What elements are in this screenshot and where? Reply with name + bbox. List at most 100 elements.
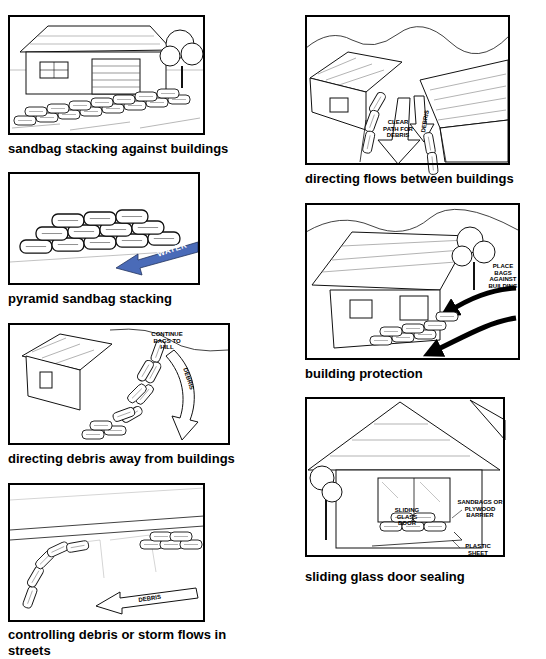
panel-caption: directing flows between buildings bbox=[305, 171, 541, 187]
house-sandbag-wall bbox=[92, 66, 140, 87]
sandbag-row bbox=[25, 107, 47, 116]
sliding-door-barrier bbox=[470, 400, 505, 440]
buildings-channel bbox=[310, 78, 366, 130]
sandbag-wall bbox=[82, 430, 104, 439]
house-debris-wall bbox=[22, 329, 228, 440]
illustration-label: SLIDING GLASS DOOR bbox=[389, 507, 425, 527]
sliding-door-barrier bbox=[382, 482, 440, 502]
pyramid-sandbags bbox=[116, 210, 148, 223]
pyramid-sandbags bbox=[20, 240, 52, 253]
sandbag-wall bbox=[22, 585, 38, 609]
building-protection bbox=[448, 288, 516, 312]
house-debris-wall bbox=[40, 372, 52, 388]
illustration-label: SANDBAGS OR PLYWOOD BARRIER bbox=[457, 499, 503, 519]
illustration-panel: WATERpyramid sandbag stacking bbox=[8, 172, 200, 285]
sandbag-row bbox=[69, 101, 91, 110]
sandbag-row bbox=[424, 321, 446, 330]
sandbag-row bbox=[47, 104, 69, 113]
pyramid-sandbags bbox=[36, 227, 68, 240]
sandbag-row bbox=[364, 109, 380, 133]
buildings-channel bbox=[440, 120, 508, 162]
sandbag-wall bbox=[22, 532, 202, 609]
house-sandbag-wall bbox=[181, 66, 183, 88]
sandbag-row bbox=[436, 312, 458, 321]
sliding-door-barrier bbox=[330, 424, 470, 456]
buildings-channel bbox=[306, 27, 509, 54]
buildings-channel bbox=[330, 98, 348, 112]
building-protection bbox=[330, 290, 440, 348]
building-protection bbox=[473, 262, 475, 290]
buildings-channel bbox=[378, 98, 420, 164]
building-protection bbox=[400, 296, 428, 320]
sandbag-row bbox=[113, 95, 135, 104]
sandbag-wall bbox=[126, 382, 148, 404]
sandbag-row bbox=[362, 130, 375, 153]
illustration-label: CONTINUE BAGS TO HILL bbox=[150, 331, 184, 351]
illustration-panel: sandbag stacking against buildings bbox=[8, 15, 205, 135]
buildings-channel bbox=[318, 58, 384, 86]
sliding-door-barrier bbox=[308, 402, 500, 470]
illustration-label: DEBRIS bbox=[138, 594, 161, 603]
sandbag-wall bbox=[170, 532, 192, 541]
sliding-door-barrier bbox=[308, 400, 505, 548]
sandbag-wall bbox=[82, 339, 166, 439]
sandbag-row bbox=[135, 92, 157, 101]
sandbag-row bbox=[380, 327, 402, 336]
buildings-channel bbox=[306, 27, 509, 164]
illustration-panel: PLACE BAGS AGAINST BUILDINGbuilding prot… bbox=[305, 203, 520, 360]
illustration-label: PLASTIC SHEET bbox=[455, 543, 501, 556]
pyramid-sandbags bbox=[52, 214, 84, 227]
street-barrier bbox=[10, 526, 204, 540]
illustration-panel: DEBRIScontrolling debris or storm flows … bbox=[8, 483, 205, 622]
panel-caption: building protection bbox=[305, 366, 525, 382]
sandbag-row bbox=[91, 98, 113, 107]
sliding-door-barrier bbox=[336, 470, 482, 548]
sandbag-row bbox=[423, 132, 436, 155]
illustration-panel: SLIDING GLASS DOOR SANDBAGS OR PLYWOOD BA… bbox=[305, 397, 505, 557]
sliding-door-barrier bbox=[325, 500, 327, 540]
sandbag-row bbox=[370, 336, 392, 345]
sliding-door-barrier bbox=[322, 482, 342, 502]
sandbag-wall bbox=[66, 540, 89, 553]
building-protection bbox=[306, 209, 518, 232]
house-sandbag-wall bbox=[26, 52, 166, 94]
illustration-label: CLEAR PATH FOR DEBRIS bbox=[383, 119, 413, 139]
sandbag-wall bbox=[46, 541, 70, 558]
building-protection bbox=[306, 209, 518, 352]
sandbag-row bbox=[14, 116, 36, 125]
street-barrier bbox=[10, 488, 204, 614]
building-protection bbox=[322, 240, 466, 272]
illustration-label: WATER bbox=[156, 240, 188, 258]
panel-caption: sandbag stacking against buildings bbox=[8, 141, 248, 157]
panel-caption: directing debris away from buildings bbox=[8, 451, 248, 467]
house-sandbag-wall bbox=[92, 59, 140, 94]
illustration-label: DEBRIS bbox=[420, 110, 430, 133]
building-protection bbox=[350, 300, 372, 318]
street-barrier bbox=[96, 588, 198, 614]
panel-caption: sliding glass door sealing bbox=[305, 569, 541, 585]
pyramid-sandbags bbox=[84, 212, 116, 225]
house-debris-wall bbox=[166, 350, 198, 440]
sandbag-row bbox=[362, 91, 438, 175]
pyramid-sandbags bbox=[10, 210, 200, 275]
house-sandbag-wall bbox=[10, 26, 205, 130]
building-protection bbox=[452, 246, 472, 266]
sandbag-row bbox=[370, 312, 458, 345]
panel-caption: controlling debris or storm flows in str… bbox=[8, 627, 244, 659]
buildings-channel bbox=[420, 60, 508, 128]
house-debris-wall bbox=[26, 356, 80, 410]
panel-caption: pyramid sandbag stacking bbox=[8, 291, 248, 307]
sandbag-row bbox=[368, 91, 387, 115]
building-protection bbox=[312, 232, 470, 290]
building-protection bbox=[473, 241, 495, 263]
house-sandbag-wall bbox=[30, 36, 160, 44]
sandbag-row bbox=[157, 89, 179, 98]
sandbag-wall bbox=[90, 421, 112, 430]
street-barrier bbox=[10, 488, 204, 500]
sliding-door-barrier bbox=[372, 532, 462, 546]
illustration-label: PLACE BAGS AGAINST BUILDING bbox=[487, 263, 519, 289]
sandbag-wall bbox=[112, 406, 136, 422]
house-debris-wall bbox=[110, 329, 228, 351]
